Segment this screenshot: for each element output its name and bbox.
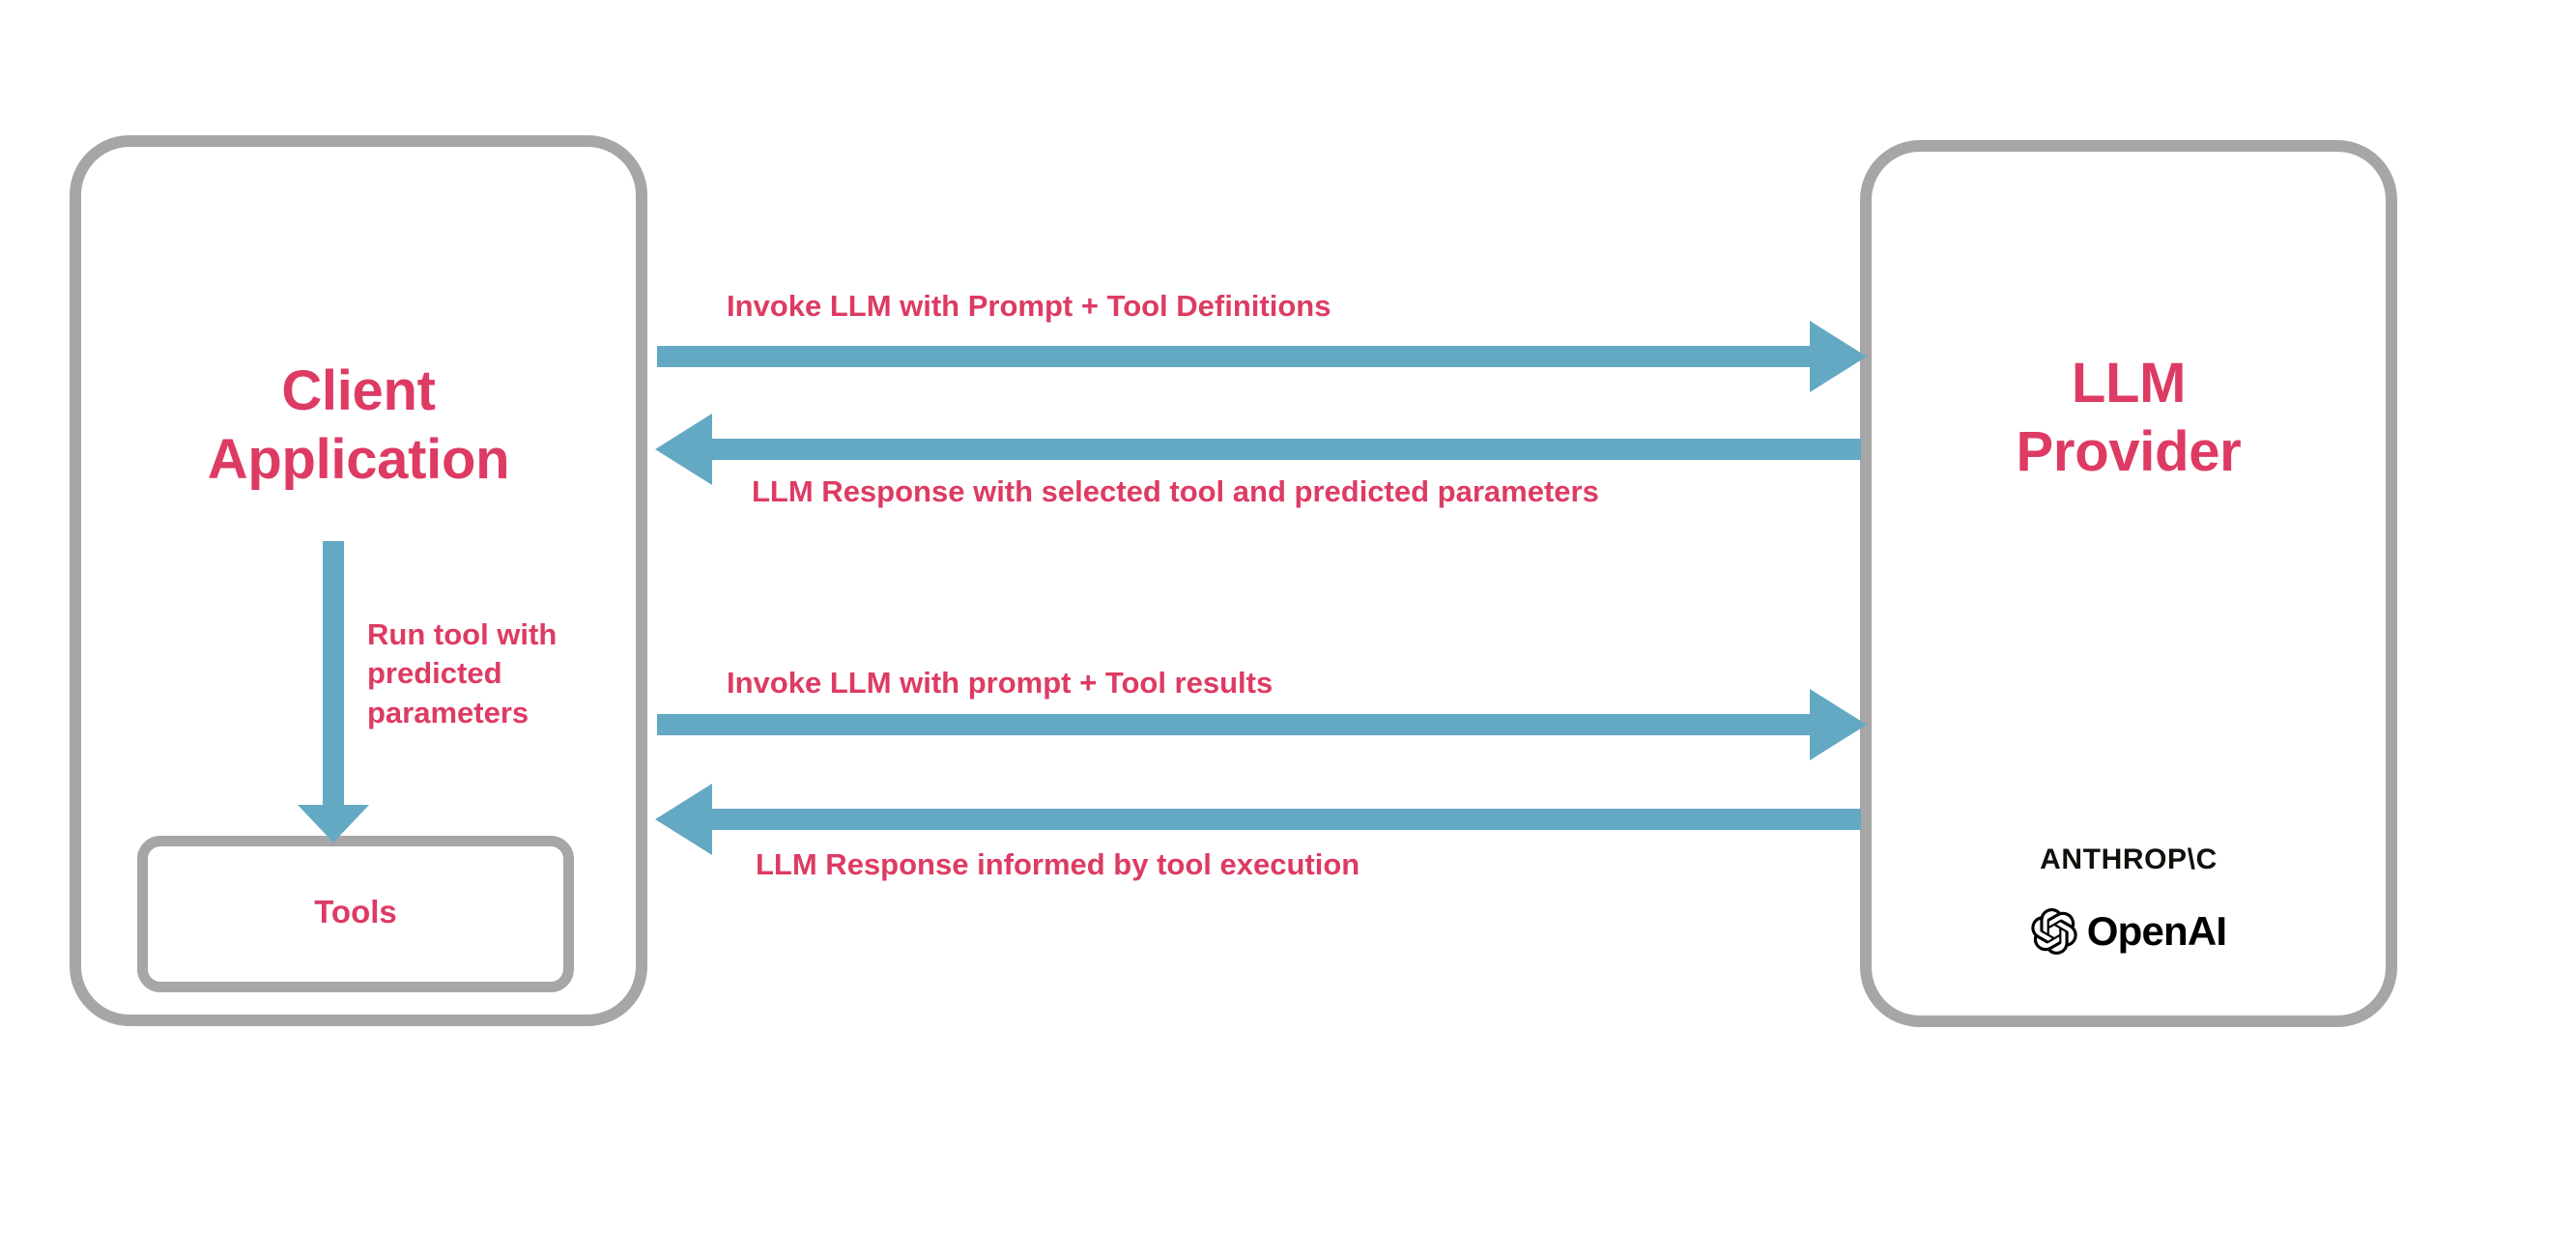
client-title-line-1: Client [281,359,436,422]
arrow-response-2 [655,784,1861,855]
provider-title-line-2: Provider [2016,419,2242,483]
tools-label: Tools [314,894,397,929]
client-application-title: Client Application [87,357,630,495]
provider-title-line-1: LLM [2071,352,2187,415]
arrow-label-run-tool: Run tool with predicted parameters [367,617,558,729]
arrow-invoke-1 [657,321,1867,392]
arrow-label-invoke-2: Invoke LLM with prompt + Tool results [727,666,1274,700]
arrow-label-invoke-1: Invoke LLM with Prompt + Tool Definition… [727,289,1331,323]
llm-provider-title: LLM Provider [1875,350,2383,487]
openai-logo-icon: OpenAI [1875,908,2383,955]
anthropic-logo-icon: ANTHROP\C [2040,843,2218,875]
llm-provider-box [1860,140,2397,1027]
client-title-line-2: Application [207,427,510,491]
arrow-label-response-2: LLM Response informed by tool execution [756,847,1360,881]
openai-wordmark-text: OpenAI [2086,908,2227,954]
openai-glyph-icon [2031,908,2077,955]
arrow-label-response-1: LLM Response with selected tool and pred… [752,474,1599,508]
